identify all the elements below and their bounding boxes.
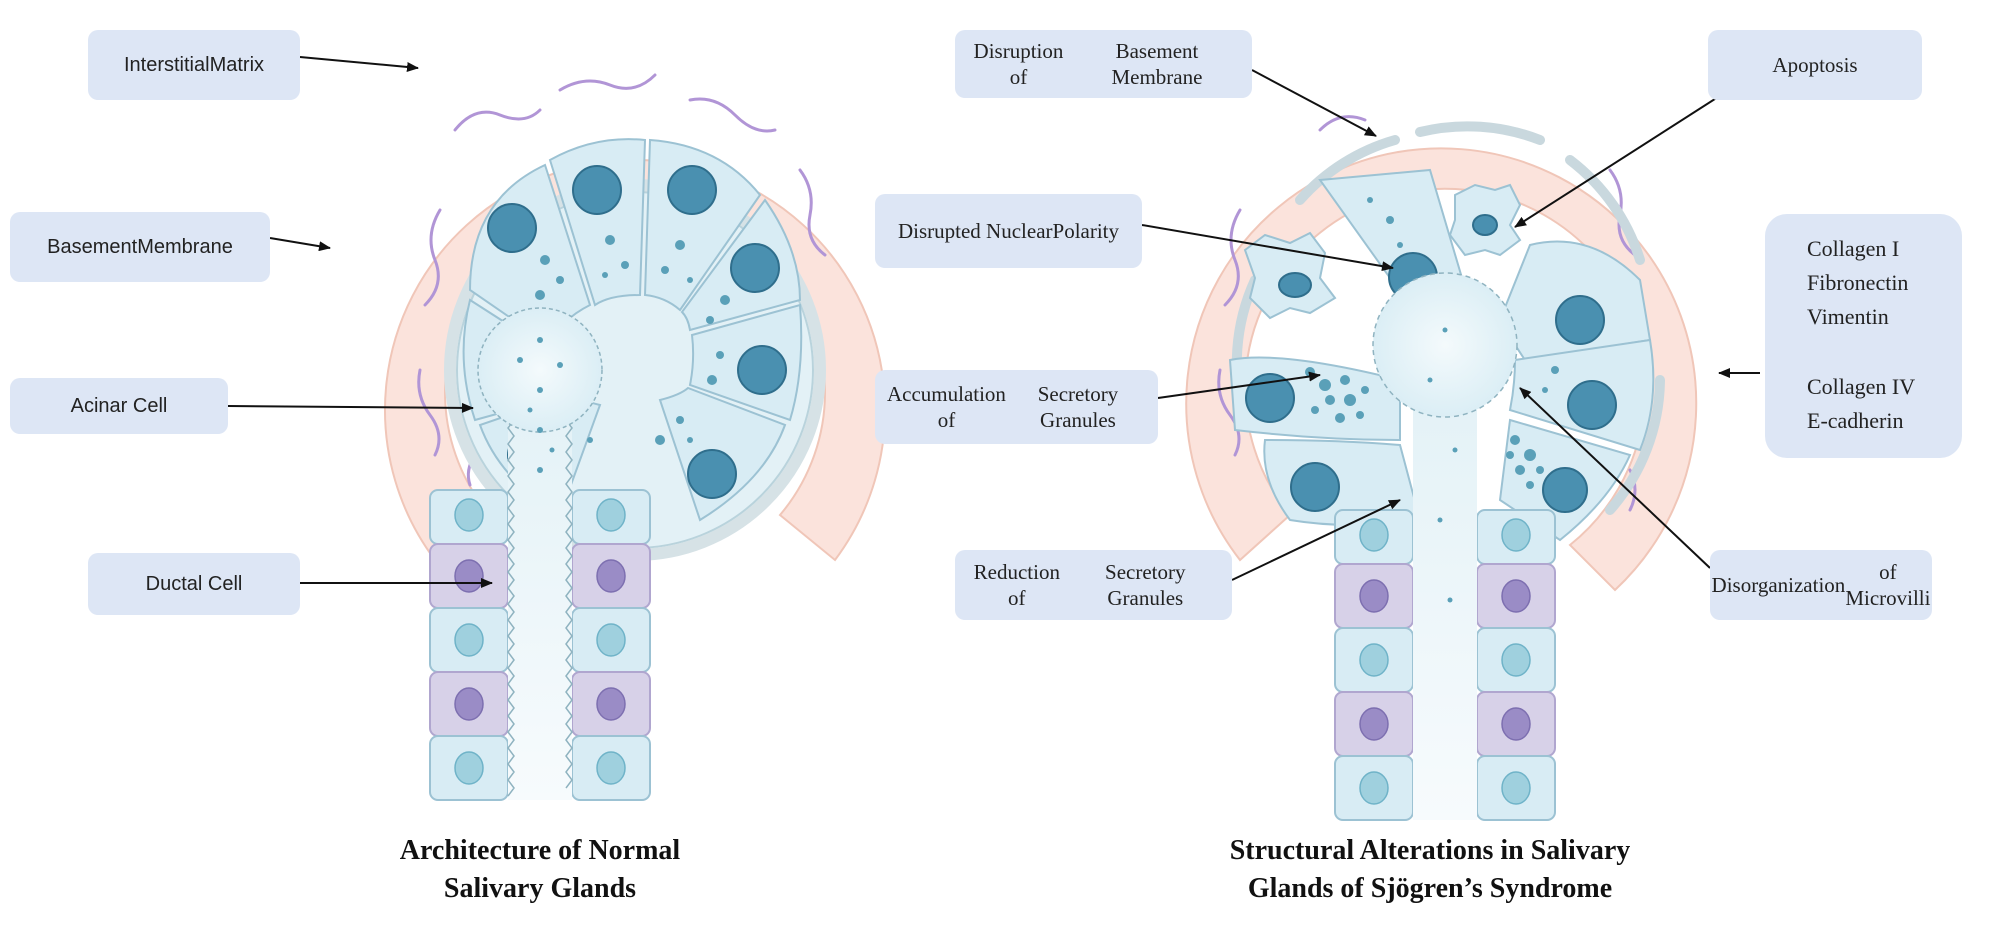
marker-down-1: Collagen IV bbox=[1807, 374, 1916, 399]
accumulated-granules bbox=[1305, 197, 1559, 489]
sjogren-lumen bbox=[1372, 272, 1518, 418]
label-interstitial-matrix: Interstitial Matrix bbox=[88, 30, 300, 100]
marker-up-2: Fibronectin bbox=[1807, 270, 1909, 295]
label-accumulation-granules: Accumulation of Secretory Granules bbox=[875, 370, 1158, 444]
sjogren-gland bbox=[1185, 115, 1698, 821]
label-ductal-cell: Ductal Cell bbox=[88, 553, 300, 615]
marker-up-3: Vimentin bbox=[1807, 304, 1889, 329]
marker-up-1: Collagen I bbox=[1807, 236, 1900, 261]
duct-lumen bbox=[508, 370, 572, 800]
title-sjogren-glands: Structural Alterations in Salivary Gland… bbox=[1229, 835, 1631, 904]
acinar-lumen bbox=[477, 307, 603, 433]
ecm-markers-box: Collagen I Fibronectin Vimentin Collagen… bbox=[1765, 214, 1962, 458]
label-reduction-granules: Reduction of Secretory Granules bbox=[955, 550, 1232, 620]
title-normal-glands: Architecture of Normal Salivary Glands bbox=[399, 835, 681, 904]
interstitial-matrix-region-sjogren bbox=[1185, 147, 1698, 592]
normal-gland bbox=[384, 73, 886, 801]
marker-down-2: E-cadherin bbox=[1807, 408, 1904, 433]
label-basement-membrane: Basement Membrane bbox=[10, 212, 270, 282]
ductal-nuclei bbox=[454, 498, 626, 785]
label-acinar-cell: Acinar Cell bbox=[10, 378, 228, 434]
label-apoptosis: Apoptosis bbox=[1708, 30, 1922, 100]
left-arrows bbox=[227, 56, 493, 588]
label-disorganization-microvilli: Disorganization of Microvilli bbox=[1710, 550, 1932, 620]
label-disruption-basement-membrane: Disruption of Basement Membrane bbox=[955, 30, 1252, 98]
label-disrupted-nuclear-polarity: Disrupted Nuclear Polarity bbox=[875, 194, 1142, 268]
